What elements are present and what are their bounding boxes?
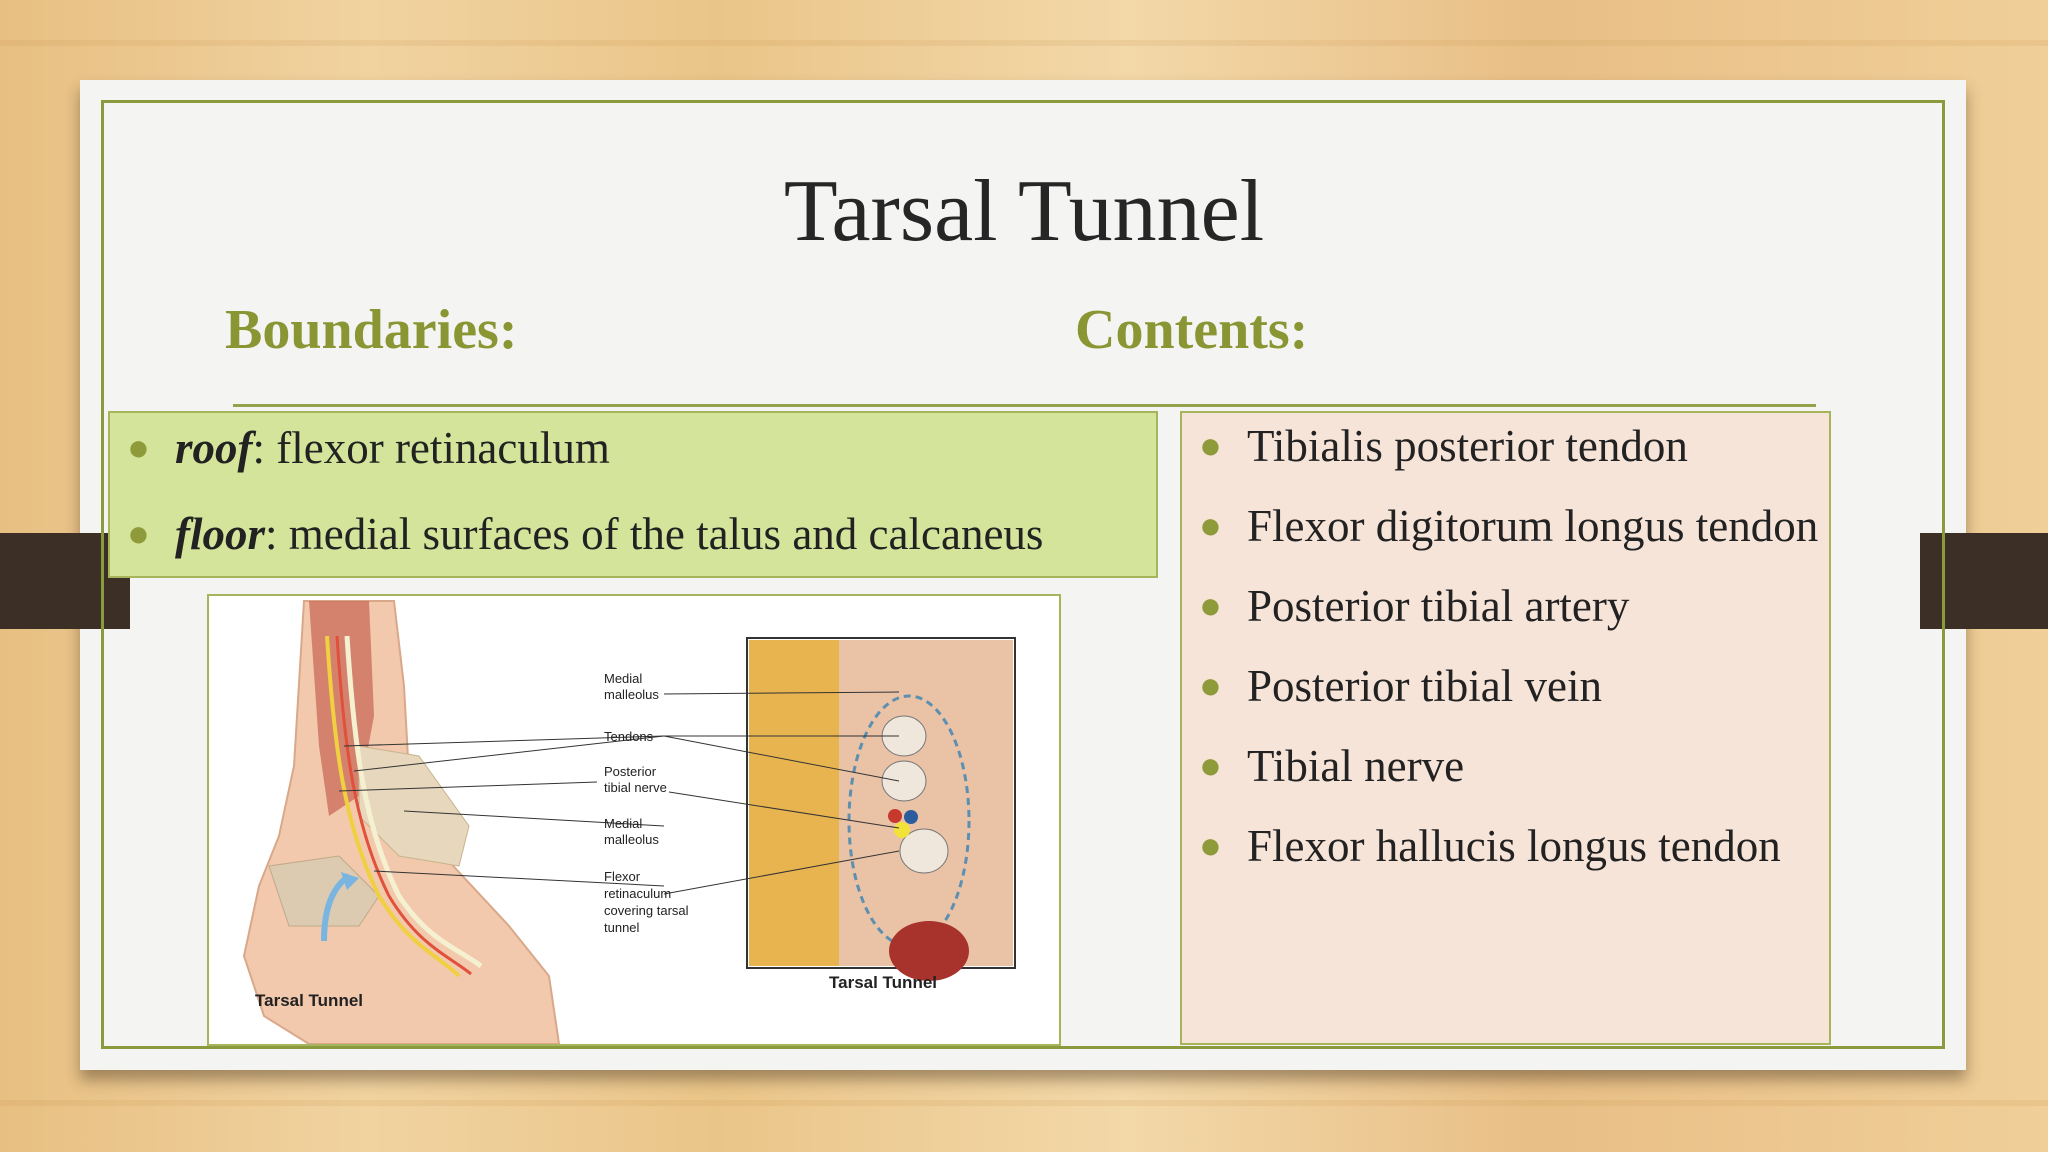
- list-item: ● Tibialis posterior tendon: [1199, 419, 1829, 473]
- bullet-icon: ●: [127, 513, 150, 555]
- bullet-icon: ●: [1199, 505, 1222, 547]
- boundaries-heading: Boundaries:: [225, 299, 518, 361]
- list-item: ● Posterior tibial artery: [1199, 579, 1829, 633]
- label-posterior-tibial-nerve: tibial nerve: [604, 780, 667, 795]
- boundary-term: floor: [175, 509, 265, 559]
- list-item: ● floor: medial surfaces of the talus and…: [127, 505, 1156, 563]
- label-tendons: Tendons: [604, 729, 654, 744]
- contents-heading: Contents:: [1075, 299, 1309, 361]
- tarsal-tunnel-illustration: Medial malleolus Tendons Posterior tibia…: [207, 594, 1061, 1046]
- caption-right: Tarsal Tunnel: [829, 973, 937, 992]
- bullet-icon: ●: [1199, 745, 1222, 787]
- label-medial-malleolus: Medial: [604, 671, 642, 686]
- label-medial-malleolus-2: malleolus: [604, 832, 659, 847]
- list-item: ● Posterior tibial vein: [1199, 659, 1829, 713]
- label-flexor-retinaculum: Flexor: [604, 869, 641, 884]
- contents-box: ● Tibialis posterior tendon ● Flexor digit…: [1180, 411, 1831, 1045]
- bullet-icon: ●: [1199, 425, 1222, 467]
- bullet-icon: ●: [127, 427, 150, 469]
- boundaries-list: ● roof: flexor retinaculum ● floor: medial…: [110, 413, 1156, 563]
- foot-drawing: [242, 600, 561, 1044]
- slide-frame: [101, 100, 1945, 1049]
- label-medial-malleolus-2: Medial: [604, 816, 642, 831]
- content-item-text: Flexor digitorum longus tendon: [1247, 501, 1819, 551]
- list-item: ● Tibial nerve: [1199, 739, 1829, 793]
- wood-grain: [0, 1100, 2048, 1106]
- contents-list: ● Tibialis posterior tendon ● Flexor digit…: [1182, 413, 1829, 873]
- boundary-term: roof: [175, 423, 253, 473]
- content-item-text: Tibialis posterior tendon: [1247, 421, 1688, 471]
- label-medial-malleolus: malleolus: [604, 687, 659, 702]
- list-item: ● roof: flexor retinaculum: [127, 419, 1156, 477]
- label-posterior-tibial-nerve: Posterior: [604, 764, 657, 779]
- heading-divider: [233, 404, 1816, 407]
- leader-lines: [338, 691, 900, 895]
- bullet-icon: ●: [1199, 665, 1222, 707]
- boundaries-box: ● roof: flexor retinaculum ● floor: medial…: [108, 411, 1158, 578]
- cross-section-drawing: [746, 637, 1016, 981]
- content-item-text: Flexor hallucis longus tendon: [1247, 821, 1781, 871]
- label-flexor-retinaculum: covering tarsal: [604, 903, 689, 918]
- wood-grain: [0, 40, 2048, 46]
- boundary-text: : medial surfaces of the talus and calca…: [265, 509, 1044, 559]
- list-item: ● Flexor hallucis longus tendon: [1199, 819, 1829, 873]
- binder-clip-right: [1920, 533, 2048, 629]
- slide-title: Tarsal Tunnel: [783, 163, 1265, 260]
- label-flexor-retinaculum: retinaculum: [604, 886, 671, 901]
- content-item-text: Posterior tibial vein: [1247, 661, 1602, 711]
- caption-left: Tarsal Tunnel: [255, 991, 363, 1010]
- label-flexor-retinaculum: tunnel: [604, 920, 640, 935]
- boundary-text: : flexor retinaculum: [252, 423, 610, 473]
- bullet-icon: ●: [1199, 825, 1222, 867]
- bullet-icon: ●: [1199, 585, 1222, 627]
- anatomy-diagram: Medial malleolus Tendons Posterior tibia…: [242, 600, 1016, 1044]
- list-item: ● Flexor digitorum longus tendon: [1199, 499, 1829, 553]
- content-item-text: Posterior tibial artery: [1247, 581, 1630, 631]
- content-item-text: Tibial nerve: [1247, 741, 1465, 791]
